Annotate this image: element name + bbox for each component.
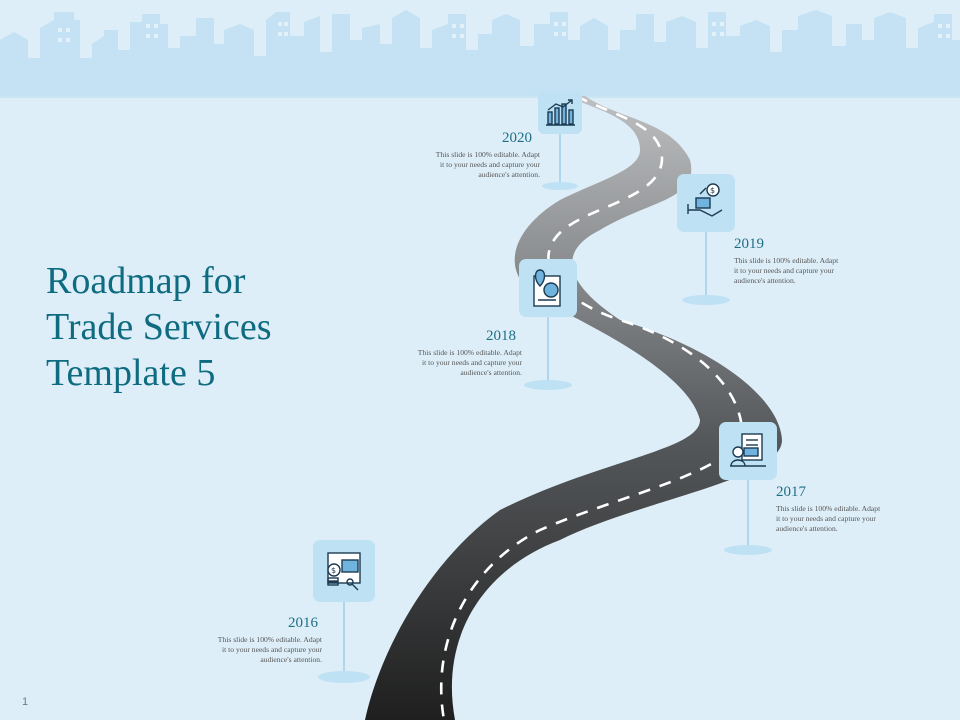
- description-line: it to your needs and capture your: [422, 358, 522, 367]
- title-line: Trade Services: [46, 306, 272, 348]
- description-line: it to your needs and capture your: [734, 266, 834, 275]
- description-line: audience's attention.: [478, 170, 540, 179]
- city-skyline: [0, 0, 960, 98]
- description-line: This slide is 100% editable. Adapt: [734, 256, 839, 265]
- description-line: it to your needs and capture your: [222, 645, 322, 654]
- milestone-description: This slide is 100% editable. Adapt it to…: [390, 150, 540, 180]
- description-line: audience's attention.: [460, 368, 522, 377]
- milestone-year: 2018: [486, 328, 516, 344]
- user-document-icon: [730, 433, 766, 467]
- title-line: Roadmap for: [46, 260, 246, 302]
- road-center-line: [439, 94, 744, 720]
- svg-text:$: $: [331, 566, 336, 575]
- description-line: This slide is 100% editable. Adapt: [435, 150, 540, 159]
- description-line: audience's attention.: [260, 655, 322, 664]
- description-line: audience's attention.: [776, 524, 838, 533]
- milestone-year: 2017: [776, 484, 806, 500]
- money-bag-hand-icon: $: [687, 183, 723, 217]
- milestone-year: 2019: [734, 236, 764, 252]
- milestone-pin-2020: [538, 92, 582, 190]
- road: [365, 96, 782, 720]
- growth-chart-icon: [546, 99, 575, 126]
- description-line: audience's attention.: [734, 276, 796, 285]
- slide-number: 1: [22, 696, 29, 708]
- description-line: This slide is 100% editable. Adapt: [776, 504, 881, 513]
- milestone-description: This slide is 100% editable. Adapt it to…: [172, 635, 322, 665]
- title-line: Template 5: [46, 352, 216, 394]
- description-line: This slide is 100% editable. Adapt: [217, 635, 322, 644]
- milestone-description: This slide is 100% editable. Adapt it to…: [776, 504, 926, 534]
- milestone-year: 2020: [502, 130, 532, 146]
- milestone-pin-2019: [677, 174, 735, 305]
- page-title: Roadmap for Trade Services Template 5: [46, 258, 376, 396]
- milestone-description: This slide is 100% editable. Adapt it to…: [372, 348, 522, 378]
- svg-text:$: $: [710, 186, 715, 195]
- location-report-icon: [533, 269, 561, 307]
- milestone-year: 2016: [288, 615, 318, 631]
- milestone-description: This slide is 100% editable. Adapt it to…: [734, 256, 884, 286]
- description-line: it to your needs and capture your: [440, 160, 540, 169]
- description-line: it to your needs and capture your: [776, 514, 876, 523]
- finance-dashboard-icon: $: [327, 552, 361, 591]
- description-line: This slide is 100% editable. Adapt: [417, 348, 522, 357]
